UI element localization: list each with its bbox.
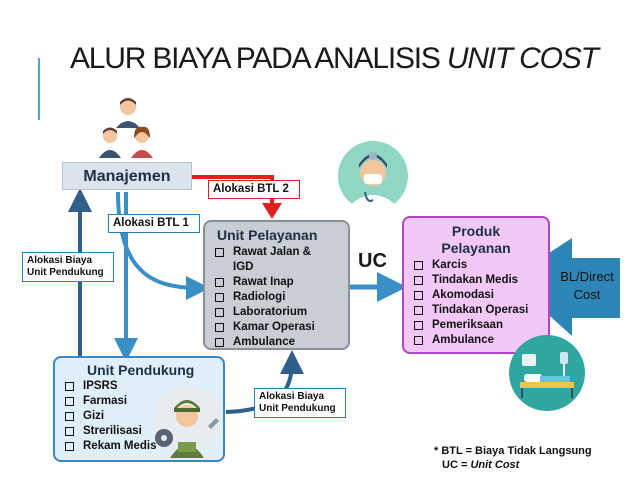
list-item: Rawat Jalan & [211,245,342,260]
label-btl2-text: Alokasi BTL 2 [213,183,289,195]
label-alokasi-bottom-line2: Unit Pendukung [259,403,336,414]
footnote-line2-prefix: UC = [442,459,471,471]
footnote-line2-italic: Unit Cost [470,459,520,471]
manajemen-label: Manajemen [83,168,171,185]
list-item: Gizi [61,409,217,424]
uc-label: UC [358,250,387,272]
list-item: Tindakan Operasi [410,303,542,318]
title-italic: UNIT COST [446,42,599,75]
arrow-btl2-head [262,203,282,219]
produk-list: Karcis Tindakan Medis Akomodasi Tindakan… [410,258,542,348]
unit-pelayanan-box: Unit Pelayanan Rawat Jalan & IGD Rawat I… [203,220,350,350]
title-accent-line [38,58,40,120]
technician-icon [153,386,221,458]
list-item: Akomodasi [410,288,542,303]
list-item: IPSRS [61,379,217,394]
label-alokasi-bottom-line1: Alokasi Biaya [259,391,325,402]
footnote-line1: * BTL = Biaya Tidak Langsung [434,445,592,457]
list-item: Ambulance [410,333,542,348]
hospital-bed-icon [509,335,585,411]
bl-direct-arrow [532,238,620,336]
arrow-btl1 [116,191,210,300]
doctor-icon [338,141,408,212]
list-item: Kamar Operasi [211,320,342,335]
list-item: Laboratorium [211,305,342,320]
manajemen-box: Manajemen [62,162,192,190]
list-item: Farmasi [61,394,217,409]
page-title: ALUR BIAYA PADA ANALISIS UNIT COST [70,42,599,76]
label-btl2: Alokasi BTL 2 [208,180,300,199]
list-item: Strerilisasi [61,424,217,439]
label-alokasi-left-line1: Alokasi Biaya [27,255,93,266]
list-item: Pemeriksaan [410,318,542,333]
label-alokasi-left-line2: Unit Pendukung [27,267,104,278]
list-item: Radiologi [211,290,342,305]
bl-direct-line2: Cost [573,287,601,302]
produk-title-line1: Produk [451,223,501,239]
list-item: IGD [233,261,254,273]
label-btl1-text: Alokasi BTL 1 [113,217,189,229]
footnote-line2: UC = Unit Cost [434,458,592,472]
label-btl1: Alokasi BTL 1 [108,214,200,233]
label-alokasi-left: Alokasi Biaya Unit Pendukung [22,252,114,282]
list-item: Ambulance [211,335,342,350]
bl-direct-text: BL/Direct Cost [552,268,622,304]
produk-title-line2: Pelayanan [441,240,511,256]
bl-direct-line1: BL/Direct [560,269,614,284]
list-item: Tindakan Medis [410,273,542,288]
list-item: Rekam Medis [61,439,217,454]
unit-pelayanan-list: Rawat Jalan & IGD Rawat Inap Radiologi L… [211,245,342,350]
footnote: * BTL = Biaya Tidak Langsung UC = Unit C… [434,444,592,472]
title-main: ALUR BIAYA PADA ANALISIS [70,42,447,75]
unit-pendukung-list: IPSRS Farmasi Gizi Strerilisasi Rekam Me… [61,379,217,454]
produk-pelayanan-box: Produk Pelayanan Karcis Tindakan Medis A… [402,216,550,354]
list-item: Karcis [410,258,542,273]
list-item: Rawat Inap [211,275,342,290]
people-group-icon [99,98,153,158]
unit-pendukung-title: Unit Pendukung [87,362,195,378]
unit-pelayanan-title: Unit Pelayanan [217,227,318,243]
label-alokasi-bottom: Alokasi Biaya Unit Pendukung [254,388,346,418]
